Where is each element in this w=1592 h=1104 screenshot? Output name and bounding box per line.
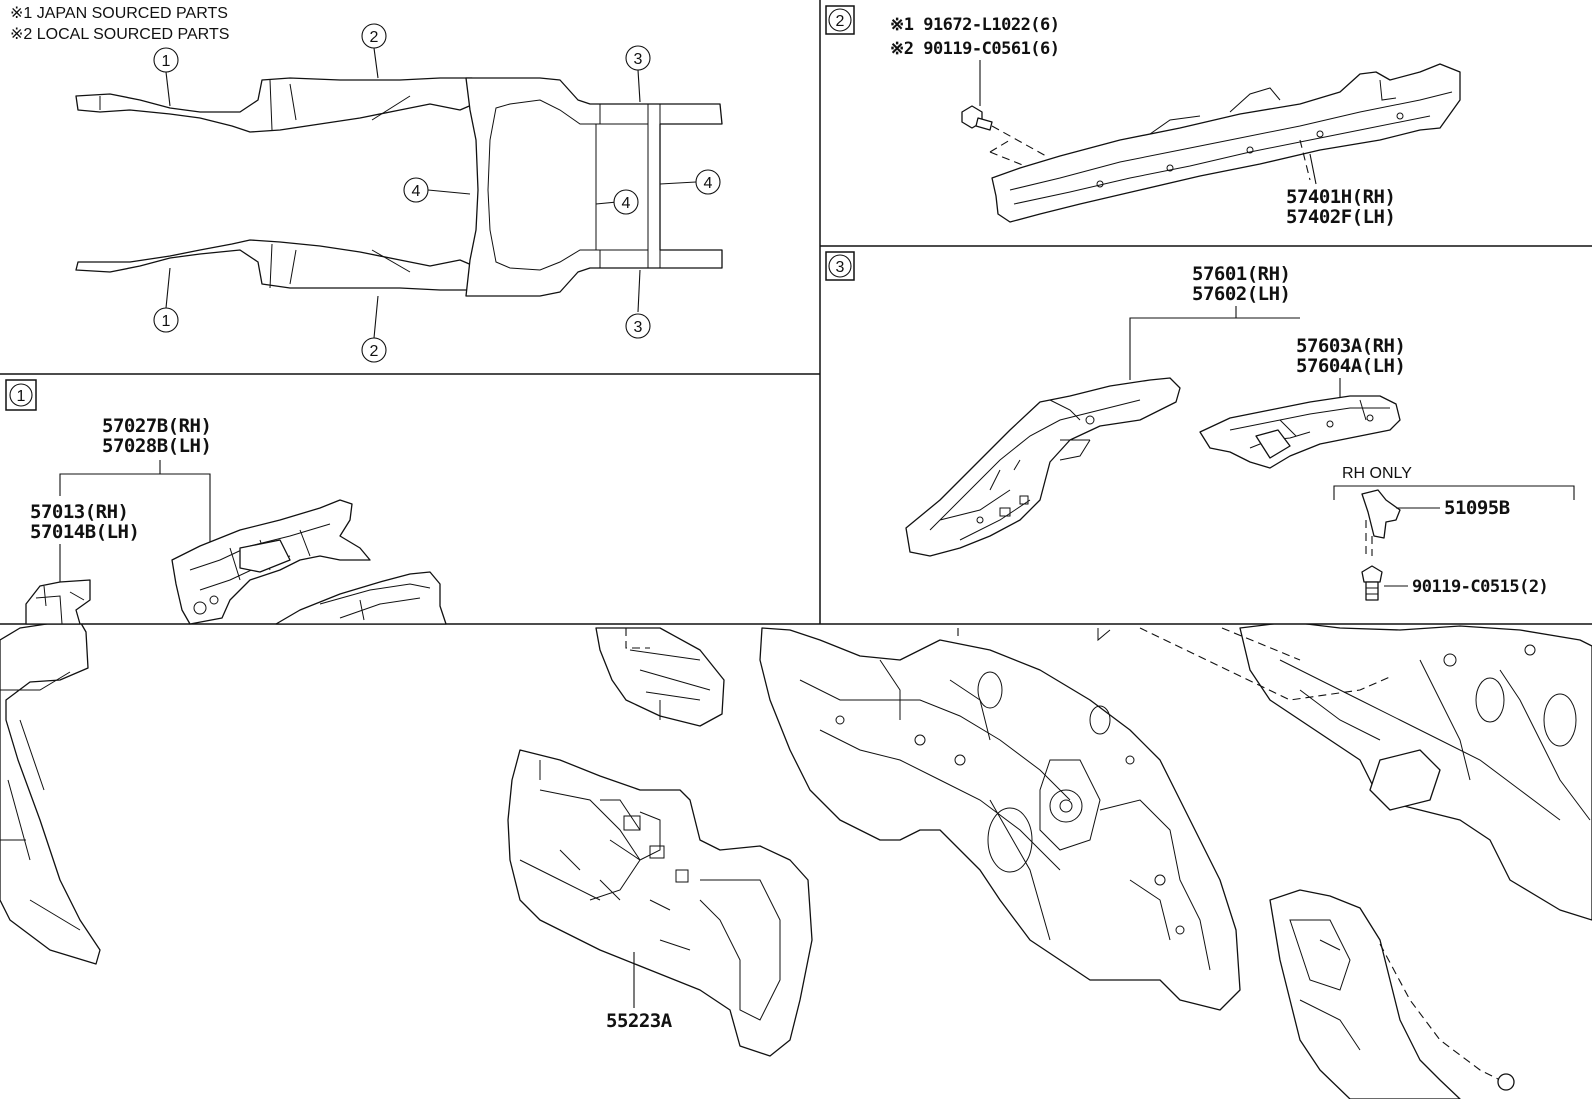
dash-panel-center bbox=[759, 627, 1241, 1011]
bracket-bolt-icon bbox=[1361, 565, 1383, 601]
member-lh-label: 57028B(LH) bbox=[102, 435, 211, 457]
callout-2-lower: 2 bbox=[361, 337, 387, 363]
svg-text:1: 1 bbox=[162, 53, 171, 70]
front-extension-57013 bbox=[25, 579, 91, 625]
callout-2-upper: 2 bbox=[361, 23, 387, 49]
rh-only-label: RH ONLY bbox=[1342, 465, 1412, 482]
bolt-local-label: ※2 90119-C0561(6) bbox=[890, 39, 1060, 59]
bracket-label: 51095B bbox=[1444, 497, 1510, 519]
extension-lh-label: 57014B(LH) bbox=[30, 521, 139, 543]
panel-3-front-rail: 3 57601(RH) 57602(LH) 57603A(RH) 57604A(… bbox=[825, 251, 1575, 601]
callout-3-upper: 3 bbox=[625, 45, 651, 71]
rail-extension-57603A bbox=[1199, 395, 1401, 469]
callout-4-right: 4 bbox=[695, 169, 721, 195]
svg-text:4: 4 bbox=[412, 183, 421, 200]
overview-upper-rail bbox=[75, 77, 475, 133]
bolt-japan-label: ※1 91672-L1022(6) bbox=[890, 15, 1060, 35]
extension-rh-label: 57013(RH) bbox=[30, 501, 128, 523]
svg-text:1: 1 bbox=[162, 313, 171, 330]
lower-assembly bbox=[0, 571, 1592, 1100]
overview-lower-rail bbox=[75, 239, 475, 291]
callout-4-middle: 4 bbox=[613, 189, 639, 215]
insulator-label: 55223A bbox=[606, 1010, 673, 1032]
front-rail-lh-label: 57602(LH) bbox=[1192, 283, 1290, 305]
dash-insulator-55223A bbox=[507, 749, 813, 1057]
member-rh-label: 57027B(RH) bbox=[102, 415, 211, 437]
svg-text:2: 2 bbox=[370, 29, 379, 46]
svg-text:3: 3 bbox=[634, 319, 643, 336]
panel-1-front-member: 1 57027B(RH) 57028B(LH) 57013(RH) 57014B… bbox=[5, 379, 447, 625]
svg-text:4: 4 bbox=[622, 195, 631, 212]
svg-text:2: 2 bbox=[370, 343, 379, 360]
rail-extension-rh-label: 57603A(RH) bbox=[1296, 335, 1405, 357]
panel-2-marker-box bbox=[825, 5, 855, 35]
callout-1-upper: 1 bbox=[153, 47, 179, 73]
svg-text:4: 4 bbox=[704, 175, 713, 192]
callout-3-lower: 3 bbox=[625, 313, 651, 339]
panel-2-side-rail: 2 ※1 91672-L1022(6) ※2 90119-C0561(6) 57… bbox=[825, 5, 1461, 228]
note-japan-sourced: ※1 JAPAN SOURCED PARTS bbox=[10, 5, 228, 22]
upper-bracket-piece bbox=[595, 627, 725, 727]
bracket-bolt-label: 90119-C0515(2) bbox=[1412, 577, 1548, 597]
panel-3-marker-box bbox=[825, 251, 855, 281]
callout-4-left: 4 bbox=[403, 177, 429, 203]
overview-panel: ※1 JAPAN SOURCED PARTS ※2 LOCAL SOURCED … bbox=[10, 5, 723, 363]
rail-extension-lh-label: 57604A(LH) bbox=[1296, 355, 1405, 377]
lower-right-side-panel bbox=[1269, 889, 1461, 1100]
bracket-51095B bbox=[1361, 489, 1401, 539]
bolt-icon bbox=[961, 105, 993, 131]
note-local-sourced: ※2 LOCAL SOURCED PARTS bbox=[10, 26, 229, 43]
panel-3-marker: 3 bbox=[836, 259, 845, 276]
panel-1-marker-box bbox=[5, 379, 37, 411]
side-rail-lh-label: 57402F(LH) bbox=[1286, 206, 1395, 228]
overview-center-frame bbox=[465, 77, 723, 297]
side-rail-rh-label: 57401H(RH) bbox=[1286, 186, 1395, 208]
callout-1-lower: 1 bbox=[153, 307, 179, 333]
panel-1-marker: 1 bbox=[17, 388, 26, 405]
svg-text:3: 3 bbox=[634, 51, 643, 68]
front-rail-rh-label: 57601(RH) bbox=[1192, 263, 1290, 285]
panel-2-marker: 2 bbox=[836, 13, 845, 30]
